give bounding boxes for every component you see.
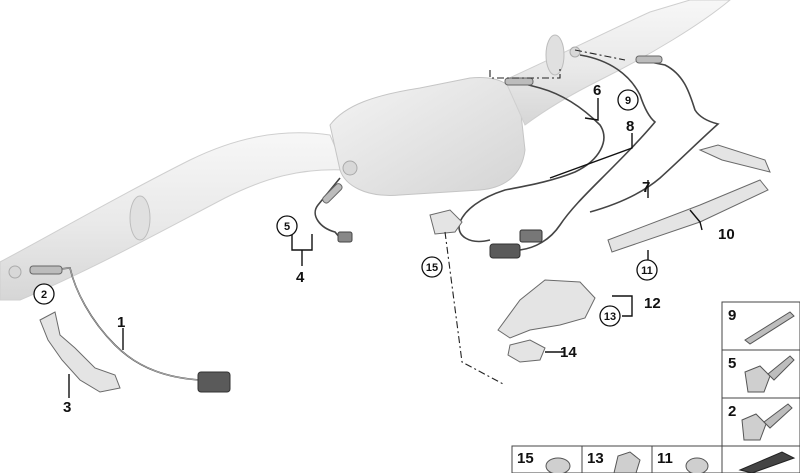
- callout-13-ring: [599, 305, 621, 327]
- nut-icon: [685, 457, 709, 473]
- shim-icon: [738, 451, 796, 473]
- nut-icon: [545, 457, 571, 473]
- clip-icon: [741, 413, 767, 441]
- legend-label-9: 9: [728, 307, 736, 324]
- callout-4: 4: [296, 269, 305, 286]
- legend-label-11: 11: [657, 450, 673, 467]
- exhaust-system: [0, 0, 731, 301]
- bracket-12: [497, 279, 596, 339]
- callout-2: 2: [41, 289, 47, 301]
- callout-7: 7: [642, 179, 650, 196]
- clip-nut-icon: [613, 451, 641, 473]
- callout-9: 9: [625, 95, 631, 107]
- legend-label-15: 15: [517, 450, 534, 467]
- legend-bottom: 15 13 11: [511, 445, 800, 473]
- callout-2-ring: [33, 283, 55, 305]
- oxygen-sensor-4: [314, 177, 353, 243]
- catalytic-converter: [329, 76, 526, 196]
- callout-9-ring: [617, 89, 639, 111]
- oxygen-sensor-7-9: [589, 55, 720, 213]
- assembly-line: [574, 49, 626, 61]
- callout-5-ring: [276, 215, 298, 237]
- callout-11-ring: [636, 259, 658, 281]
- bracket-10: [607, 144, 771, 253]
- callouts: 1 2 3 4 5 6 7 8 9 10 11 12 13 14 15: [33, 82, 735, 416]
- callout-15-ring: [421, 256, 443, 278]
- sensor-boss: [569, 46, 581, 58]
- sensor-boss: [342, 160, 358, 176]
- sensor-connector: [197, 371, 231, 393]
- bracket-15: [429, 209, 463, 235]
- callout-15: 15: [426, 262, 438, 274]
- rear-exhaust-pipe: [504, 0, 731, 126]
- callout-13: 13: [604, 311, 616, 323]
- legend-vertical: 9 5 2: [721, 301, 800, 447]
- sensor-probe: [504, 77, 534, 86]
- bracket-14: [507, 339, 546, 363]
- sensor-connector: [337, 231, 353, 243]
- legend-box-9: [721, 301, 800, 351]
- front-exhaust-pipe: [0, 132, 346, 301]
- callout-1: 1: [117, 314, 125, 331]
- callout-6: 6: [593, 82, 601, 99]
- legend-label-13: 13: [587, 450, 604, 467]
- callout-12: 12: [644, 295, 661, 312]
- bracket-3: [39, 311, 121, 393]
- sensor-connector: [489, 243, 521, 259]
- sensor-connector: [519, 229, 543, 243]
- leaders: [68, 98, 703, 398]
- callout-11: 11: [641, 265, 653, 277]
- sensor-probe: [635, 55, 663, 64]
- callout-10: 10: [718, 226, 735, 243]
- exhaust-flange: [545, 34, 565, 76]
- legend-label-2: 2: [728, 403, 736, 420]
- callout-8: 8: [626, 118, 634, 135]
- oxygen-sensor-1: [29, 265, 231, 393]
- cable-tie-icon: [744, 311, 795, 345]
- clip-icon: [744, 365, 771, 393]
- callout-3: 3: [63, 399, 71, 416]
- legend-label-5: 5: [728, 355, 736, 372]
- sensor-probe: [29, 265, 63, 275]
- sensor-probe: [322, 183, 343, 204]
- assembly-line: [489, 68, 561, 79]
- callout-14: 14: [560, 344, 577, 361]
- clip-tab-icon: [763, 403, 793, 429]
- assembly-line: [444, 231, 506, 386]
- exhaust-flange: [129, 195, 151, 241]
- sensor-boss: [8, 265, 22, 279]
- clip-tab-icon: [767, 355, 795, 381]
- callout-5: 5: [284, 221, 290, 233]
